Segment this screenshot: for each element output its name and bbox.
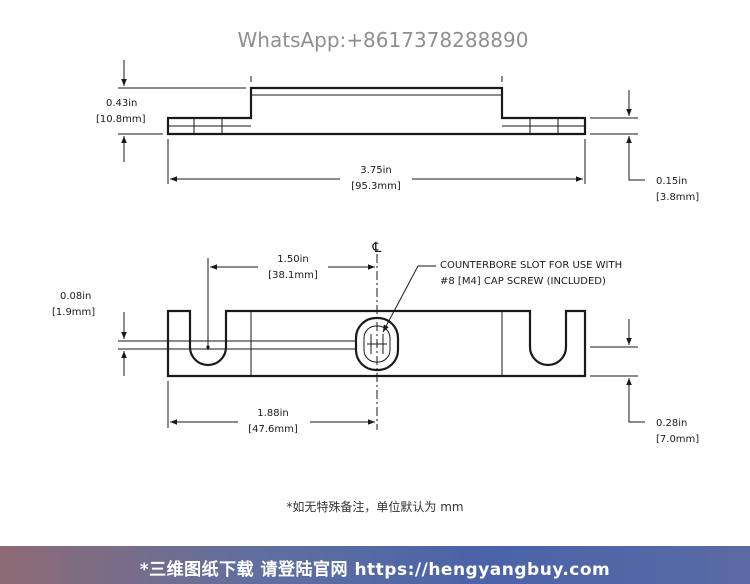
plan-view-outline xyxy=(166,309,587,378)
counterbore-note-line-1: COUNTERBORE SLOT FOR USE WITH xyxy=(440,260,622,271)
counterbore-leader xyxy=(382,265,436,333)
counterbore-note-line-2: #8 [M4] CAP SCREW (INCLUDED) xyxy=(440,276,606,287)
footer-label: *三维图纸下载 请登陆官网 xyxy=(139,560,349,580)
centerline-symbol: ℄ xyxy=(372,240,382,256)
plan-view: ℄ 1.50in [38.1mm] COUNTERBORE SLOT FOR U… xyxy=(52,240,699,445)
flange-dim-mm: [3.8mm] xyxy=(656,192,699,203)
technical-drawing: WhatsApp:+8617378288890 0.43in [10.8mm] … xyxy=(52,28,699,445)
side-view: 0.43in [10.8mm] 3.75in [95.3mm] 0.15in [… xyxy=(96,60,699,203)
slot-offset-dim-mm: [38.1mm] xyxy=(268,270,318,281)
slot-offset-dim-inch: 1.50in xyxy=(277,254,308,265)
watermark-text: WhatsApp:+8617378288890 xyxy=(238,28,529,52)
length-dim-mm: [95.3mm] xyxy=(351,181,401,192)
slot-width-dim-inch: 0.08in xyxy=(60,291,91,302)
center-dim-inch: 1.88in xyxy=(257,408,288,419)
flange-dim-inch: 0.15in xyxy=(656,176,687,187)
depth-dim-mm: [7.0mm] xyxy=(656,434,699,445)
depth-arrow-bottom xyxy=(626,378,645,423)
center-dim-mm: [47.6mm] xyxy=(248,424,298,435)
depth-dim-inch: 0.28in xyxy=(656,418,687,429)
footer-text: *三维图纸下载 请登陆官网 https://hengyangbuy.com xyxy=(0,555,750,580)
unit-note: *如无特殊备注，单位默认为 mm xyxy=(286,500,464,514)
footer-url[interactable]: https://hengyangbuy.com xyxy=(354,560,611,580)
height-dim-mm: [10.8mm] xyxy=(96,114,146,125)
footer-banner: *三维图纸下载 请登陆官网 https://hengyangbuy.com xyxy=(0,546,750,584)
height-dim-inch: 0.43in xyxy=(106,98,137,109)
slot-width-dim-mm: [1.9mm] xyxy=(52,307,95,318)
flange-arrow-bottom xyxy=(626,136,645,181)
length-dim-inch: 3.75in xyxy=(360,165,391,176)
